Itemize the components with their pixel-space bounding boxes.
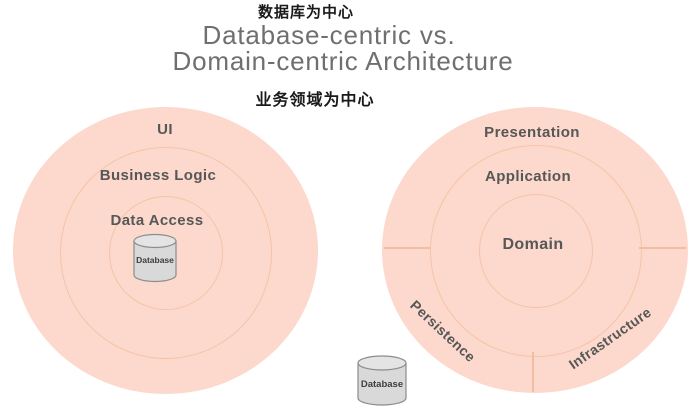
layer-label-data-access: Data Access xyxy=(110,212,204,229)
database-cylinder-label: Database xyxy=(136,255,174,265)
ring-divider-left xyxy=(384,247,431,249)
ring-application xyxy=(430,145,642,357)
domain-centric-diagram: Presentation Application Domain Persiste… xyxy=(382,107,688,393)
ring-divider-bottom xyxy=(532,352,534,392)
layer-label-application: Application xyxy=(484,168,572,185)
layer-label-business-logic: Business Logic xyxy=(99,167,217,184)
ring-divider-right xyxy=(639,247,686,249)
database-cylinder-icon: Database xyxy=(133,233,177,283)
page-title-line1: Database-centric vs. xyxy=(202,20,456,50)
ring-domain xyxy=(479,194,593,308)
label-domain-centric-zh: 业务领域为中心 xyxy=(255,92,375,109)
ring-data-access xyxy=(109,196,223,310)
database-centric-diagram: UI Business Logic Data Access Database xyxy=(13,107,318,394)
layer-label-domain: Domain xyxy=(502,236,564,253)
external-database-cylinder-label: Database xyxy=(361,379,403,390)
layer-label-ui: UI xyxy=(157,121,173,138)
label-database-centric-zh: 数据库为中心 xyxy=(257,4,355,21)
external-database-cylinder-icon: Database xyxy=(357,355,407,406)
layer-label-presentation: Presentation xyxy=(484,124,580,141)
page-title-line2: Domain-centric Architecture xyxy=(172,46,514,76)
ring-business-logic xyxy=(60,147,272,359)
